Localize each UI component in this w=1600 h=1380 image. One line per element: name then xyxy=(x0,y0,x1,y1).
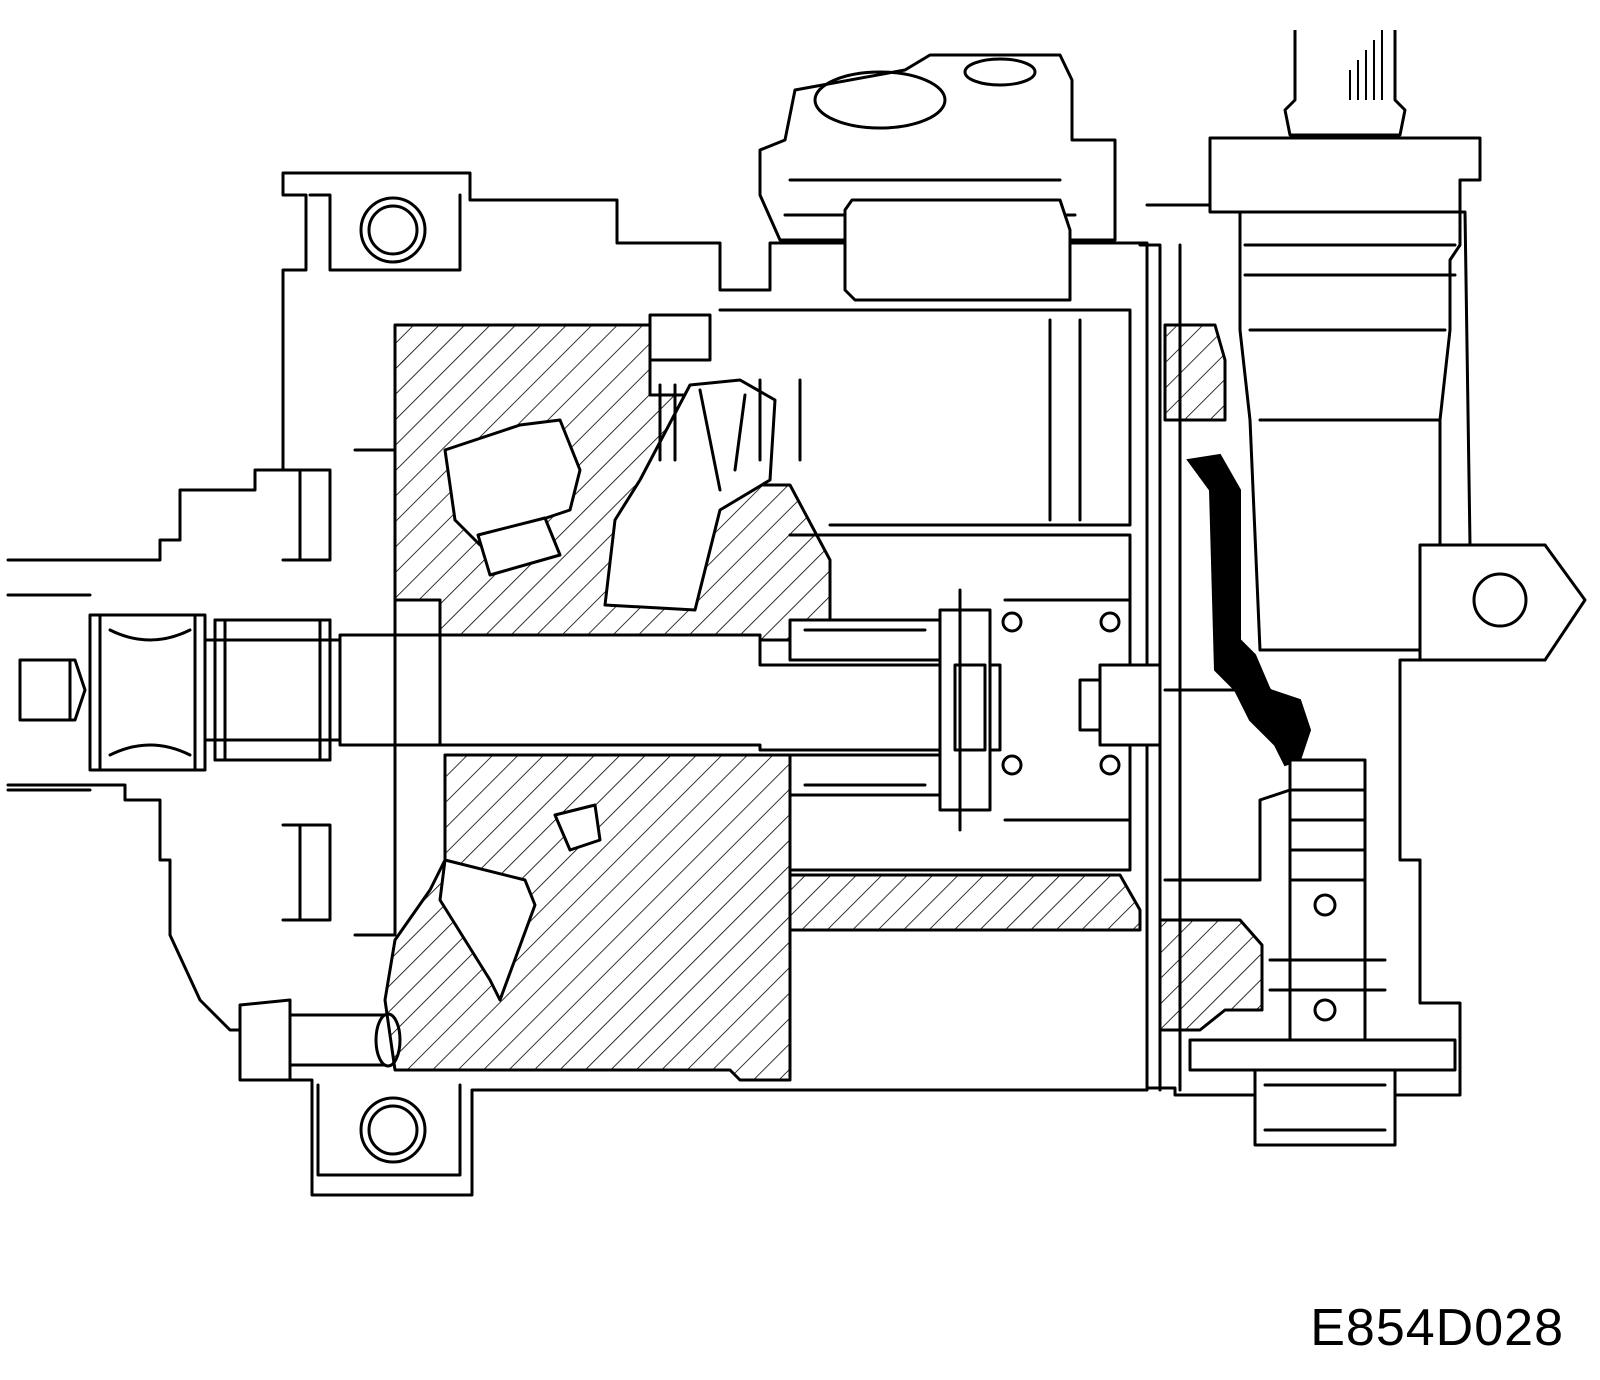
lower-mount-hole xyxy=(359,1096,427,1164)
piston-rod-upper-left xyxy=(476,516,562,577)
valve-plate-gasket xyxy=(1186,453,1312,767)
drain-passage xyxy=(288,1013,387,1067)
flange-lug-hole xyxy=(1472,572,1528,628)
rear-bearing-rollers xyxy=(803,628,927,787)
connector-stem xyxy=(1283,30,1407,137)
front-housing-wall xyxy=(281,448,397,937)
upper-mount-hole xyxy=(359,196,427,264)
valve-spool-housing xyxy=(843,198,1072,302)
piston-shoe-lower xyxy=(553,803,602,852)
right-flange-lug xyxy=(1418,543,1587,662)
shaft-step-lines xyxy=(213,618,442,762)
solenoid-rings xyxy=(1243,243,1457,422)
bore-sleeves-top xyxy=(648,313,802,462)
figure-code: E854D028 xyxy=(1310,1299,1564,1357)
shaft-seal xyxy=(88,613,207,772)
right-housing-hatched-lower xyxy=(1158,918,1264,1032)
drain-fitting xyxy=(238,998,292,1082)
upper-chamber xyxy=(718,308,1132,527)
right-housing-hatched-upper xyxy=(1163,323,1227,422)
port-hole-2 xyxy=(1001,754,1023,776)
tie-bolt-head xyxy=(1078,678,1102,732)
regulator-port-lower xyxy=(1313,998,1337,1022)
regulator-cap xyxy=(1188,1038,1457,1072)
rear-retainer xyxy=(938,608,992,812)
port-hole-4 xyxy=(1099,754,1121,776)
control-valve-block xyxy=(758,53,1117,242)
cylinder-block-lower xyxy=(383,753,792,1082)
upper-mounting-ear xyxy=(308,193,462,272)
piston-upper-left xyxy=(443,418,582,547)
lower-mount-hole-inner xyxy=(367,1104,419,1156)
connector-pins xyxy=(1349,30,1383,100)
regulator-plug xyxy=(1253,1068,1397,1147)
valve-port-large xyxy=(813,70,947,130)
connector-housing xyxy=(1208,136,1482,214)
shaft-spline xyxy=(6,593,92,792)
piston-lower xyxy=(438,858,537,1002)
shaft-seal-lips xyxy=(98,613,197,772)
piston-upper-right xyxy=(603,378,777,612)
housing-rib-hatched xyxy=(788,873,1142,932)
drain-passage-end xyxy=(374,1012,402,1068)
regulator-plug-rings xyxy=(1263,1083,1387,1132)
port-hole-3 xyxy=(1099,611,1121,633)
regulator-spool xyxy=(1288,758,1367,1077)
lower-mounting-ear xyxy=(316,1083,462,1177)
front-bearing-race xyxy=(223,618,322,762)
regulator-lands xyxy=(1268,788,1387,992)
valve-port-small xyxy=(963,57,1037,87)
tie-bolt xyxy=(1098,663,1162,747)
rear-retainer-detail xyxy=(953,588,987,832)
piston-rod-upper-right xyxy=(698,388,747,492)
upper-mount-hole-inner xyxy=(367,204,419,256)
regulator-port-upper xyxy=(1313,893,1337,917)
port-hole-1 xyxy=(1001,611,1023,633)
